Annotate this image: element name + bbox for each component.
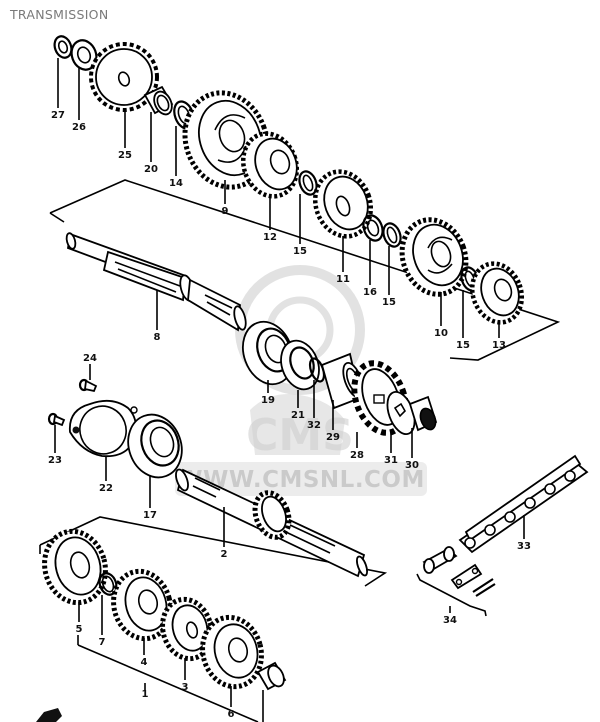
callout-29: 29 [326, 432, 340, 443]
callout-15b: 15 [382, 297, 396, 308]
callout-20: 20 [144, 164, 158, 175]
part-15-circlip-a [298, 170, 318, 196]
callout-3: 3 [182, 682, 189, 693]
callout-14: 14 [169, 178, 183, 189]
callout-26: 26 [72, 122, 86, 133]
part-25-gear [89, 42, 159, 112]
callout-31: 31 [384, 455, 398, 466]
callout-32: 32 [307, 420, 321, 431]
partial-part-bottom-left [36, 708, 62, 722]
part-30-nut [408, 395, 438, 432]
part-7-circlip [98, 572, 118, 596]
leader-lines [54, 58, 525, 722]
part-11-gear [312, 169, 374, 239]
callout-7: 7 [99, 637, 106, 648]
callout-21: 21 [291, 410, 305, 421]
part-13-gear [469, 261, 525, 325]
part-2-driveshaft [175, 468, 368, 578]
part-33-drive-chain [458, 454, 589, 554]
callout-13: 13 [492, 340, 506, 351]
callout-17: 17 [143, 510, 157, 521]
callout-15a: 15 [293, 246, 307, 257]
part-15-circlip-b [382, 222, 402, 248]
cms-logo-watermark: CMS [235, 265, 365, 461]
part-31-lock-washer [386, 391, 416, 435]
callout-25: 25 [118, 150, 132, 161]
callout-12: 12 [263, 232, 277, 243]
part-6-gear [200, 614, 264, 690]
part-5-gear [42, 528, 108, 606]
callout-16: 16 [363, 287, 377, 298]
svg-text:CMS: CMS [246, 410, 354, 461]
watermark: CMS WWW.CMSNL.COM [175, 265, 427, 496]
callout-labels: 27 26 25 20 14 9 12 15 11 16 15 10 15 13… [48, 110, 531, 720]
part-8-countershaft [65, 232, 247, 332]
callout-11: 11 [336, 274, 350, 285]
callout-28: 28 [350, 450, 364, 461]
part-24-bolt [78, 378, 98, 393]
part-23-screw [47, 412, 66, 427]
part-21-oil-seal [280, 339, 320, 391]
callout-30: 30 [405, 460, 419, 471]
part-34-chain-joint [422, 546, 496, 597]
part-26-spacer [70, 39, 98, 71]
part-4-gear [111, 568, 173, 642]
part-16-washer [362, 214, 384, 242]
callout-8: 8 [154, 332, 161, 343]
callout-34: 34 [443, 615, 457, 626]
part-3-gear [160, 596, 214, 662]
callout-1: 1 [142, 689, 149, 700]
part-bushing-bottom [256, 661, 287, 691]
part-20-bushing [143, 85, 174, 116]
callout-9: 9 [222, 206, 229, 217]
callout-33: 33 [517, 541, 531, 552]
part-27-washer [53, 35, 73, 59]
callout-19: 19 [261, 395, 275, 406]
part-12-gear [240, 131, 300, 199]
callout-24: 24 [83, 353, 97, 364]
callout-6: 6 [228, 709, 235, 720]
part-10-gear [399, 217, 469, 297]
part-22-bearing-retainer [68, 399, 138, 458]
callout-4: 4 [141, 657, 148, 668]
callout-23: 23 [48, 455, 62, 466]
part-17-bearing [127, 413, 183, 479]
callout-15c: 15 [456, 340, 470, 351]
diagram-title: TRANSMISSION [10, 7, 109, 22]
callout-27: 27 [51, 110, 65, 121]
callout-22: 22 [99, 483, 113, 494]
callout-10: 10 [434, 328, 448, 339]
callout-2: 2 [221, 549, 228, 560]
callout-5: 5 [76, 624, 83, 635]
